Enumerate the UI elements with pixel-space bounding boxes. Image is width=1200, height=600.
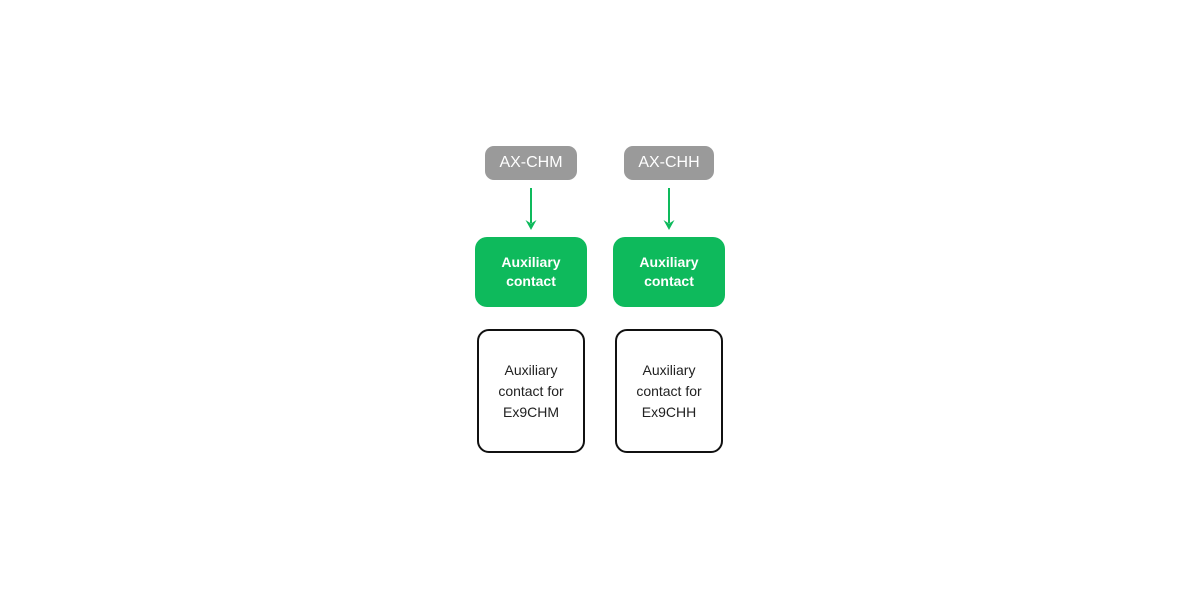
diagram-column-ax-chh: AX-CHH Auxiliary contact Auxiliary conta… [613,146,725,453]
product-selector-diagram: AX-CHM Auxiliary contact Auxiliary conta… [475,146,725,453]
description-box: Auxiliary contact for Ex9CHH [615,329,723,453]
product-box: Auxiliary contact [613,237,725,307]
model-badge: AX-CHM [485,146,577,180]
arrow-down-icon [525,188,537,230]
model-badge: AX-CHH [624,146,714,180]
product-box: Auxiliary contact [475,237,587,307]
description-box: Auxiliary contact for Ex9CHM [477,329,585,453]
diagram-column-ax-chm: AX-CHM Auxiliary contact Auxiliary conta… [475,146,587,453]
arrow-down-icon [663,188,675,230]
